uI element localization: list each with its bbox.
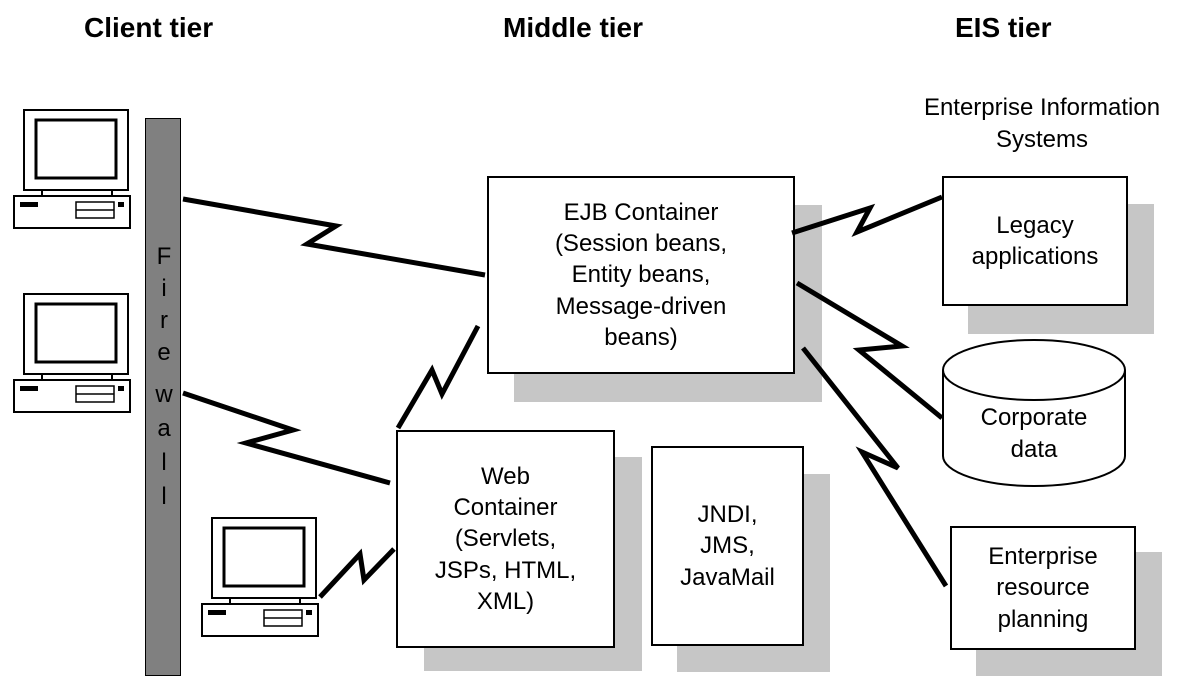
ejb-line-1: EJB Container	[563, 199, 719, 227]
firewall-letter: F	[156, 243, 172, 270]
database-cylinder-icon	[942, 339, 1126, 487]
ejb-line-3: Entity beans,	[571, 261, 711, 289]
web-container-box: Web Container (Servlets, JSPs, HTML, XML…	[396, 430, 615, 648]
middle-tier-header: Middle tier	[503, 12, 644, 43]
client-computer-icon	[13, 109, 131, 229]
services-box: JNDI, JMS, JavaMail	[651, 446, 804, 646]
web-line-5: XML)	[476, 587, 535, 615]
erp-line-2: resource	[996, 574, 1090, 602]
corporate-line-1: Corporate	[980, 404, 1088, 431]
firewall-letter: w	[155, 381, 173, 408]
services-line-1: JNDI,	[697, 501, 758, 529]
firewall-letter: e	[157, 339, 171, 366]
services-line-2: JMS,	[700, 532, 755, 560]
ejb-container-box: EJB Container (Session beans, Entity bea…	[487, 176, 795, 374]
corporate-line-2: data	[1010, 436, 1058, 464]
link-ejb-corporate	[795, 280, 944, 420]
link-web-ejb	[395, 324, 481, 430]
eis-caption-line-1: Enterprise Information	[923, 94, 1161, 121]
eis-tier-header: EIS tier	[955, 12, 1052, 43]
legacy-applications-box: Legacy applications	[942, 176, 1128, 306]
ejb-line-4: Message-driven	[555, 292, 727, 320]
client-computer-icon	[201, 517, 319, 637]
link-client1-ejb	[182, 196, 486, 278]
web-line-3: (Servlets,	[454, 525, 557, 553]
web-line-4: JSPs, HTML,	[434, 556, 577, 584]
legacy-line-1: Legacy	[996, 211, 1074, 239]
link-ejb-erp	[801, 346, 949, 588]
link-client3-web	[318, 547, 396, 599]
ejb-line-2: (Session beans,	[554, 230, 728, 258]
firewall-letter: r	[160, 307, 168, 334]
services-line-3: JavaMail	[680, 563, 775, 591]
web-line-2: Container	[453, 494, 558, 522]
web-line-1: Web	[481, 463, 530, 491]
erp-box: Enterprise resource planning	[950, 526, 1136, 650]
firewall-letter: l	[161, 449, 167, 476]
erp-line-3: planning	[997, 605, 1089, 633]
link-client2-web	[182, 390, 391, 486]
eis-caption: Enterprise Information Systems	[892, 92, 1192, 157]
link-ejb-legacy	[791, 194, 943, 237]
firewall-letter: i	[161, 275, 167, 302]
client-computer-icon	[13, 293, 131, 413]
firewall: F i r e w a l l	[145, 118, 181, 676]
legacy-line-2: applications	[971, 243, 1099, 270]
firewall-letter: l	[161, 483, 167, 510]
firewall-letter: a	[157, 415, 171, 442]
client-tier-header: Client tier	[84, 12, 214, 43]
ejb-line-5: beans)	[604, 323, 678, 351]
erp-line-1: Enterprise	[988, 543, 1098, 571]
corporate-data-label: Corporate data	[943, 402, 1125, 467]
eis-caption-line-2: Systems	[995, 126, 1088, 154]
